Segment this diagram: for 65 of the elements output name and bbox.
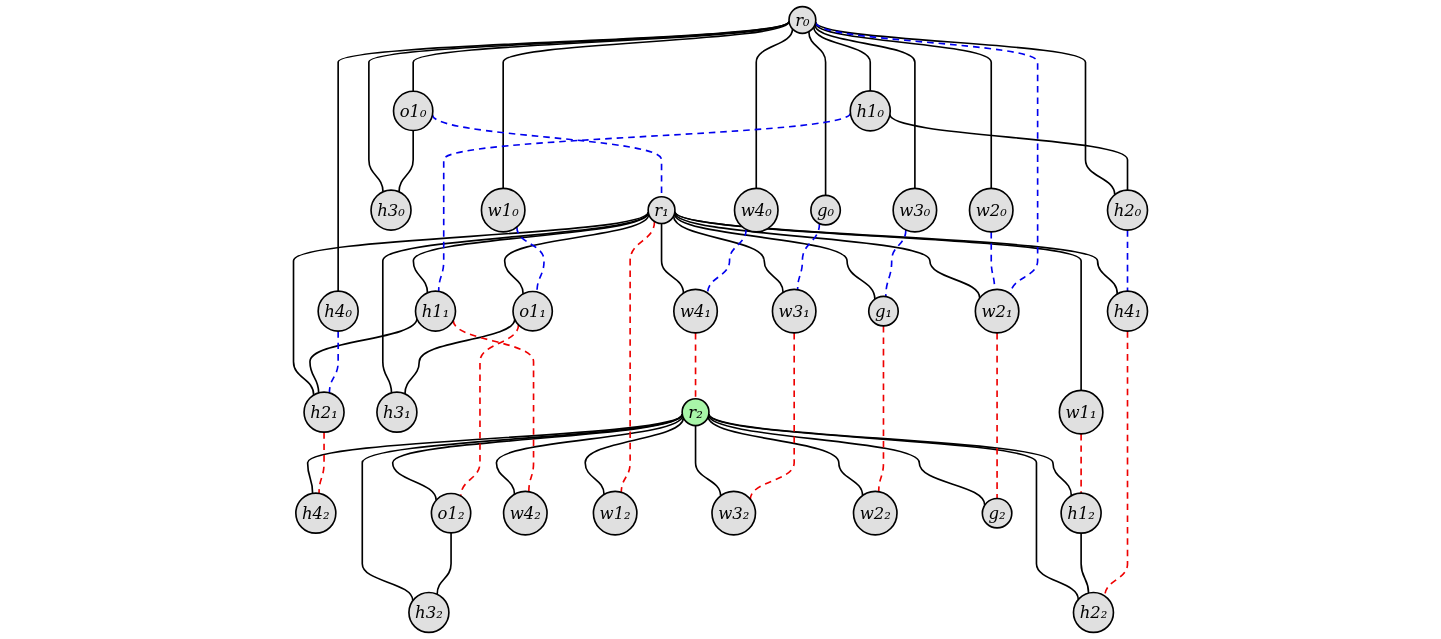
dashed-connector xyxy=(796,222,821,291)
connector-line xyxy=(672,215,784,294)
circle-node: w3₀ xyxy=(892,187,938,233)
dashed-connector xyxy=(620,220,656,494)
connector-line xyxy=(309,317,418,394)
circle-node: w2₂ xyxy=(852,490,898,536)
circle-node: h2₁ xyxy=(303,391,345,433)
circle-node: h3₂ xyxy=(408,591,450,634)
circle-node: h3₀ xyxy=(370,189,412,231)
circle-node: g₂ xyxy=(981,497,1013,529)
circle-node: h3₁ xyxy=(376,391,418,433)
connector-line xyxy=(694,424,722,497)
dashed-connector xyxy=(877,325,885,493)
dashed-connector xyxy=(437,112,852,293)
circle-node: h4₀ xyxy=(317,290,359,332)
circle-node: o1₂ xyxy=(430,492,472,534)
dashed-connector xyxy=(749,332,795,501)
connector-line xyxy=(398,129,414,193)
connector-line xyxy=(660,222,685,294)
circle-node: h1₁ xyxy=(414,290,457,332)
circle-node: h1₂ xyxy=(1060,492,1102,534)
dashed-connector xyxy=(996,332,998,500)
dashed-connector xyxy=(1080,433,1082,494)
circle-node: h4₂ xyxy=(295,492,337,534)
connector-line xyxy=(337,20,790,292)
circle-node: w4₂ xyxy=(502,490,548,536)
connector-line xyxy=(1080,532,1090,594)
connector-line xyxy=(814,21,1116,196)
circle-node: w1₂ xyxy=(592,490,638,536)
circle-node: r₀ xyxy=(788,5,817,35)
connector-line xyxy=(808,30,827,197)
circle-node: r₂ xyxy=(681,397,710,427)
circle-node: h2₂ xyxy=(1072,591,1115,634)
connector-line xyxy=(436,532,452,596)
circle-node: w1₀ xyxy=(480,187,526,233)
dashed-connector xyxy=(318,431,325,495)
dashed-connector xyxy=(706,228,747,294)
circle-node: w4₁ xyxy=(673,288,719,334)
circle-node: h1₀ xyxy=(849,90,892,132)
dashed-connector xyxy=(328,330,339,394)
connector-line xyxy=(812,26,872,92)
circle-node: g₀ xyxy=(810,194,842,226)
connector-line xyxy=(502,21,790,190)
circle-node: w4₀ xyxy=(733,187,779,233)
connector-line xyxy=(755,28,794,190)
circle-node: w2₁ xyxy=(974,288,1020,334)
dashed-connector xyxy=(460,323,520,497)
dashed-connector xyxy=(516,226,545,293)
dashed-connector xyxy=(1126,229,1129,292)
circle-node: w1₁ xyxy=(1058,389,1104,435)
dashed-connector xyxy=(694,332,697,400)
dashed-connector xyxy=(1104,330,1129,597)
connector-line xyxy=(707,414,986,506)
circle-node: g₁ xyxy=(867,295,900,327)
circle-node: o1₁ xyxy=(512,290,554,332)
circle-node: o1₀ xyxy=(392,90,434,132)
circle-node: w2₀ xyxy=(968,187,1014,233)
connector-line xyxy=(674,210,1119,295)
circle-node: r₁ xyxy=(647,195,676,225)
dashed-connector xyxy=(885,229,907,298)
circle-node: w3₂ xyxy=(711,490,757,536)
circle-node: h2₀ xyxy=(1106,189,1149,231)
circle-node: h4₁ xyxy=(1106,290,1149,332)
connector-line xyxy=(404,318,516,395)
circle-node: w3₁ xyxy=(771,288,817,334)
